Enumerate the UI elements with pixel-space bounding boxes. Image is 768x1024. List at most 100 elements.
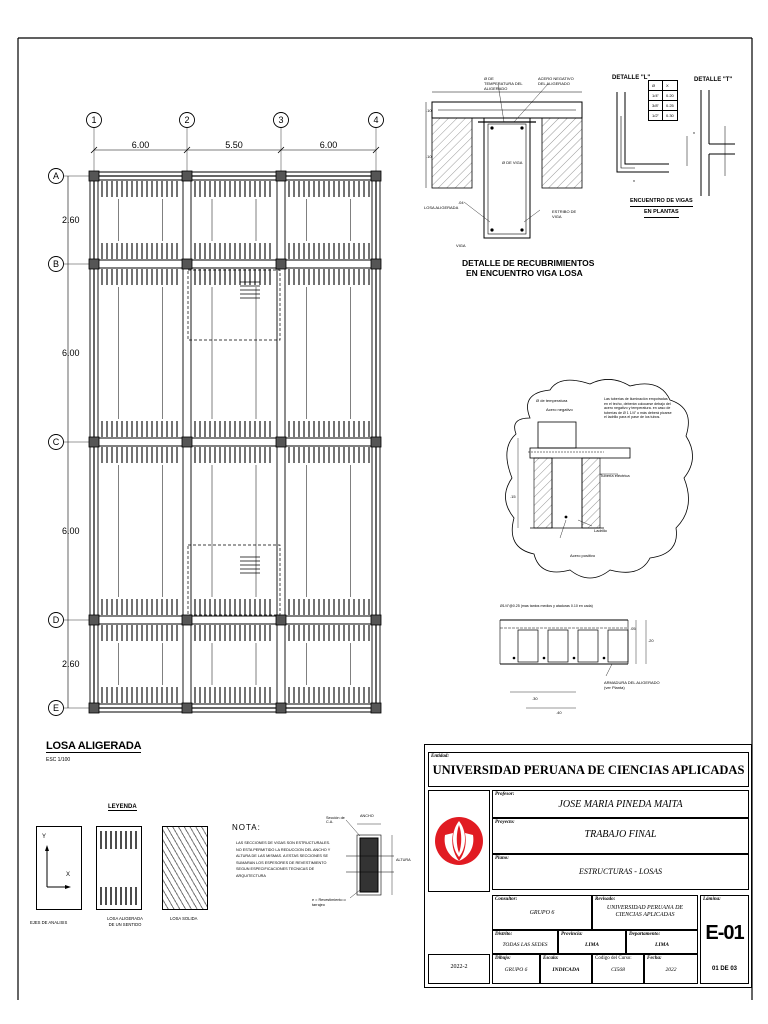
dim-label-y: 2.60: [62, 215, 80, 225]
rebar-dot: [602, 656, 606, 660]
detalle-l-row: 1/2"0.30: [648, 110, 678, 121]
axis-bubble-A: [48, 168, 64, 184]
aligerada-hatch-icon: [100, 831, 137, 905]
detalle-lt-drawing: xx: [616, 90, 735, 196]
column-section: [370, 614, 382, 626]
profesor-label: Profesor:: [495, 792, 515, 797]
detalle-t-title: DETALLE "T": [694, 77, 733, 83]
escala-value: INDICADA: [552, 967, 580, 973]
detail-label-viga-bar: Ø DE VIGA: [502, 160, 523, 165]
dim-tick-x: [372, 146, 380, 154]
column-section: [275, 170, 287, 182]
proyecto-cell: Proyecto: TRABAJO FINAL: [492, 818, 749, 854]
axis-label-col-3: 3: [278, 115, 283, 125]
periodo-value: 2022-2: [450, 964, 468, 970]
dim-label-x: 5.50: [225, 140, 243, 150]
column-section: [88, 258, 100, 270]
legend-box-aligerada: [96, 826, 142, 910]
nota-title: NOTA:: [232, 823, 261, 832]
dim-label-y: 2.60: [62, 659, 80, 669]
column-section: [181, 614, 193, 626]
detail-title-line1: DETALLE DE RECUBRIMIENTOS: [462, 258, 595, 268]
entidad-cell: Entidad: UNIVERSIDAD PERUANA DE CIENCIAS…: [428, 752, 749, 787]
svg-text:.40: .40: [556, 710, 562, 715]
fecha-cell: Fecha: 2022: [644, 954, 698, 984]
legend-label-ejes: EJES DE ANALISIS: [30, 920, 68, 925]
cloud-label-acero-positivo: Acero positivo: [570, 553, 596, 558]
logo-cell: [428, 790, 490, 892]
axis-bubble-E: [48, 700, 64, 716]
beam-label-altura: ALTURA: [396, 858, 411, 862]
departamento-value: LIMA: [654, 942, 670, 948]
detail-label-temperatura: Ø DE TEMPERATURA DEL ALIGERADO: [484, 76, 523, 91]
periodo-cell: 2022-2: [428, 954, 490, 984]
detail-label-acero-negativo: ACERO NEGATIVO DEL ALIGERADO: [538, 76, 574, 86]
proyecto-label: Proyecto:: [495, 820, 515, 825]
rebar-dot: [572, 656, 576, 660]
legend-label-solida: LOSA SOLIDA: [170, 916, 198, 921]
column-section: [88, 702, 100, 714]
section-top-note: Ø1/4"@0.25 (mas tantos medios y ataduras…: [500, 604, 593, 608]
svg-text:x: x: [633, 178, 635, 183]
cloud-label-tuberia: Tubería eléctrica: [600, 473, 630, 478]
revisado-label: Revisado:: [595, 897, 616, 902]
provincia-cell: Provincia: LIMA: [558, 930, 626, 954]
beam-label-seccion: Sección de C.A.: [326, 816, 345, 824]
column-section: [275, 702, 287, 714]
brick-block: [607, 629, 629, 663]
dim-label-x: 6.00: [132, 140, 150, 150]
title-block: [424, 744, 752, 988]
brick-block: [577, 629, 599, 663]
consultor-value: GRUPO 6: [529, 910, 555, 916]
column-section: [275, 258, 287, 270]
codigo-label: Codigo del Curso:: [595, 956, 632, 961]
plan-scale: ESC 1/100: [46, 757, 71, 763]
distrito-value: TODAS LAS SEDES: [502, 942, 548, 948]
beam-label-ancho: ANCHO: [360, 814, 374, 818]
distrito-label: Distrito:: [495, 932, 513, 937]
axis-label-row-E: E: [53, 703, 59, 713]
axis-bubble-1: [86, 112, 102, 128]
axis-label-row-D: D: [53, 615, 60, 625]
plano-label: Plano:: [495, 856, 509, 861]
departamento-cell: Departamento: LIMA: [626, 930, 698, 954]
legend-box-solida: [162, 826, 208, 910]
lamina-sub: 01 DE 03: [711, 966, 738, 972]
profesor-cell: Profesor: JOSE MARIA PINEDA MAITA: [492, 790, 749, 818]
revisado-value: UNIVERSIDAD PERUANA DE CIENCIAS APLICADA…: [606, 905, 684, 918]
svg-text:.04: .04: [458, 200, 464, 205]
rebar-dot: [512, 656, 516, 660]
column-section: [181, 258, 193, 270]
svg-text:.10: .10: [426, 108, 432, 113]
fecha-label: Fecha:: [647, 956, 662, 961]
axis-bubble-C: [48, 434, 64, 450]
provincia-label: Provincia:: [561, 932, 583, 937]
lamina-value: E-01: [705, 922, 744, 944]
column-section: [370, 258, 382, 270]
dim-label-y: 6.00: [62, 348, 80, 358]
leyenda-title: LEYENDA: [108, 804, 137, 811]
column-section: [181, 702, 193, 714]
distrito-cell: Distrito: TODAS LAS SEDES: [492, 930, 558, 954]
axis-label-row-A: A: [53, 171, 59, 181]
axis-label-row-B: B: [53, 259, 59, 269]
encuentro-line2: EN PLANTAS: [643, 207, 679, 218]
provincia-value: LIMA: [584, 942, 600, 948]
axis-label-col-2: 2: [184, 115, 189, 125]
column-section: [88, 170, 100, 182]
dim-tick-x: [183, 146, 191, 154]
cloud-label-temperatura: Ø de temperatura: [536, 398, 568, 403]
axis-bubble-4: [368, 112, 384, 128]
detail-label-estribo: ESTRIBO DE VIGA: [552, 209, 577, 219]
detail-label-viga: VIGA: [456, 243, 466, 248]
cloud-note-text: Las tuberías de iluminación empotradas e…: [604, 397, 672, 420]
svg-text:.05: .05: [630, 626, 636, 631]
column-section: [275, 436, 287, 448]
dim-tick-x: [277, 146, 285, 154]
legend-box-axes: [36, 826, 82, 910]
nota-text: LAS SECCIONES DE VIGAS SON ESTRUCTURALES…: [236, 841, 331, 878]
column-section: [181, 436, 193, 448]
detalle-l-cell: 0.30: [661, 110, 678, 121]
